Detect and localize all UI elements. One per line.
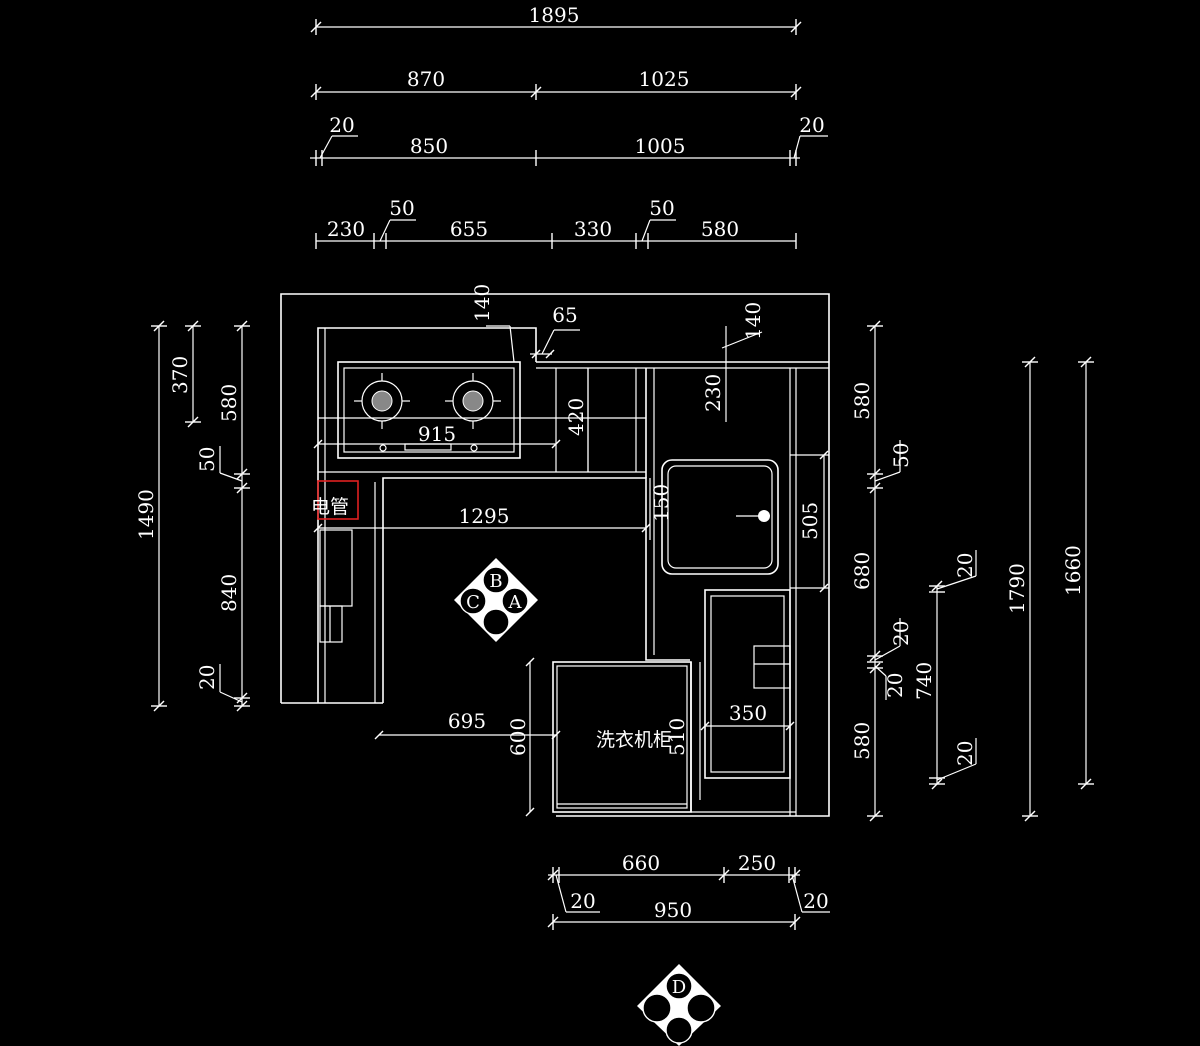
dim-950: 950 xyxy=(654,898,692,922)
walls xyxy=(280,293,830,817)
dim-50-a: 50 xyxy=(389,196,414,220)
dim-850: 850 xyxy=(410,134,448,158)
dim-580-right-b: 580 xyxy=(850,722,874,760)
dim-1295: 1295 xyxy=(459,504,510,528)
marker-c: C xyxy=(466,592,480,613)
sink xyxy=(661,459,779,575)
dim-680: 680 xyxy=(850,552,874,590)
dim-510: 510 xyxy=(665,718,689,756)
dim-370: 370 xyxy=(168,356,192,394)
dim-580-right-a: 580 xyxy=(850,382,874,420)
dim-350: 350 xyxy=(729,701,767,725)
dim-1005: 1005 xyxy=(635,134,686,158)
dim-1025: 1025 xyxy=(639,67,690,91)
dim-50-b: 50 xyxy=(649,196,674,220)
dim-50-right: 50 xyxy=(889,443,913,468)
bottom-dimensions: 660 250 20 20 950 xyxy=(547,851,830,930)
dim-65: 65 xyxy=(552,303,577,327)
faucet-icon xyxy=(758,510,770,522)
dim-50-left: 50 xyxy=(195,447,219,472)
dim-655: 655 xyxy=(450,217,488,241)
electric-pipe-label: 电管 xyxy=(311,496,349,518)
dim-1895: 1895 xyxy=(529,3,580,27)
dim-20-bottom-b: 20 xyxy=(803,889,828,913)
dim-420: 420 xyxy=(564,398,588,436)
dim-580: 580 xyxy=(701,217,739,241)
dim-1660: 1660 xyxy=(1061,545,1085,596)
dim-20-left: 20 xyxy=(329,113,354,137)
dim-140-b: 140 xyxy=(741,302,765,340)
inner-dimensions: 140 65 140 230 420 915 1295 150 505 695 xyxy=(313,284,829,817)
dim-20-right: 20 xyxy=(799,113,824,137)
dim-20-right-a: 20 xyxy=(889,621,913,646)
dim-660: 660 xyxy=(622,851,660,875)
dim-1490: 1490 xyxy=(134,489,158,540)
dim-20-right-c: 20 xyxy=(953,553,977,578)
dim-20-bottom-a: 20 xyxy=(570,889,595,913)
marker-b: B xyxy=(489,571,502,592)
dim-250: 250 xyxy=(738,851,776,875)
gas-stove xyxy=(337,361,521,459)
dim-600: 600 xyxy=(506,718,530,756)
dim-230: 230 xyxy=(327,217,365,241)
dim-230: 230 xyxy=(701,374,725,412)
dim-915: 915 xyxy=(418,422,456,446)
dim-840: 840 xyxy=(217,574,241,612)
dim-695: 695 xyxy=(448,709,486,733)
dim-150: 150 xyxy=(649,484,673,522)
burner-right-icon xyxy=(445,373,501,429)
left-dimensions: 1490 370 580 50 840 20 xyxy=(134,320,250,712)
dim-580-left: 580 xyxy=(217,384,241,422)
view-marker-abc-icon: B C A xyxy=(454,558,538,642)
dim-20-right-b: 20 xyxy=(883,673,907,698)
washer-cabinet-label: 洗衣机柜 xyxy=(596,729,672,751)
marker-a: A xyxy=(508,592,523,613)
dim-870: 870 xyxy=(407,67,445,91)
right-dimensions: 580 50 680 20 20 580 20 740 20 1790 1660 xyxy=(850,320,1094,822)
washer-cabinet: 洗衣机柜 xyxy=(552,589,796,813)
dim-330: 330 xyxy=(574,217,612,241)
burner-left-icon xyxy=(354,373,410,429)
dim-140-a: 140 xyxy=(470,284,494,322)
dim-1790: 1790 xyxy=(1005,563,1029,614)
dim-505: 505 xyxy=(798,502,822,540)
dim-740: 740 xyxy=(912,662,936,700)
view-marker-d-icon: D xyxy=(637,964,721,1046)
dim-20-left: 20 xyxy=(195,665,219,690)
dim-20-right-d: 20 xyxy=(953,741,977,766)
marker-d: D xyxy=(672,977,686,998)
top-dimensions: 1895 870 1025 20 20 850 1005 230 50 655 … xyxy=(310,3,828,249)
electric-pipe: 电管 xyxy=(311,480,359,520)
